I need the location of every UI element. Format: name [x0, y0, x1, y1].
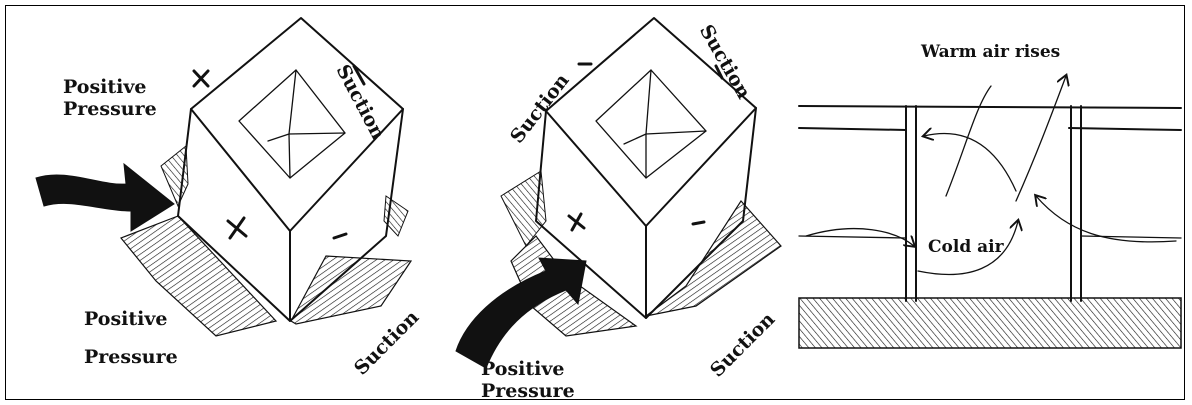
plus-sign	[228, 218, 246, 238]
plus-sign	[569, 214, 584, 230]
p1-label-positive-1: Positive	[63, 76, 147, 98]
wind-arrow-icon	[36, 164, 174, 231]
ground-hatch	[799, 298, 1181, 348]
airflow-arrow-icon	[924, 133, 1016, 191]
airflow-arrow-icon	[1016, 76, 1066, 201]
p3-label-warm-air: Warm air rises	[921, 41, 1060, 63]
minus-sign	[693, 222, 704, 224]
panel-1-building	[36, 18, 411, 336]
p1-label-pressure-1: Pressure	[63, 98, 157, 120]
p3-label-cold-air: Cold air	[928, 236, 1004, 258]
sketch-artwork	[6, 6, 1186, 401]
p2-label-positive: Positive	[481, 358, 565, 380]
p1-label-positive-2: Positive	[84, 308, 168, 330]
panel-3-convection	[799, 76, 1181, 348]
p1-label-pressure-2: Pressure	[84, 346, 178, 368]
p2-label-pressure: Pressure	[481, 380, 575, 402]
figure-panel: Positive Pressure Suction Positive Press…	[5, 5, 1185, 400]
minus-sign	[334, 234, 346, 238]
airflow-arrow-icon	[946, 86, 991, 196]
plus-sign	[194, 71, 208, 86]
airflow-arrow-icon	[1036, 196, 1176, 242]
